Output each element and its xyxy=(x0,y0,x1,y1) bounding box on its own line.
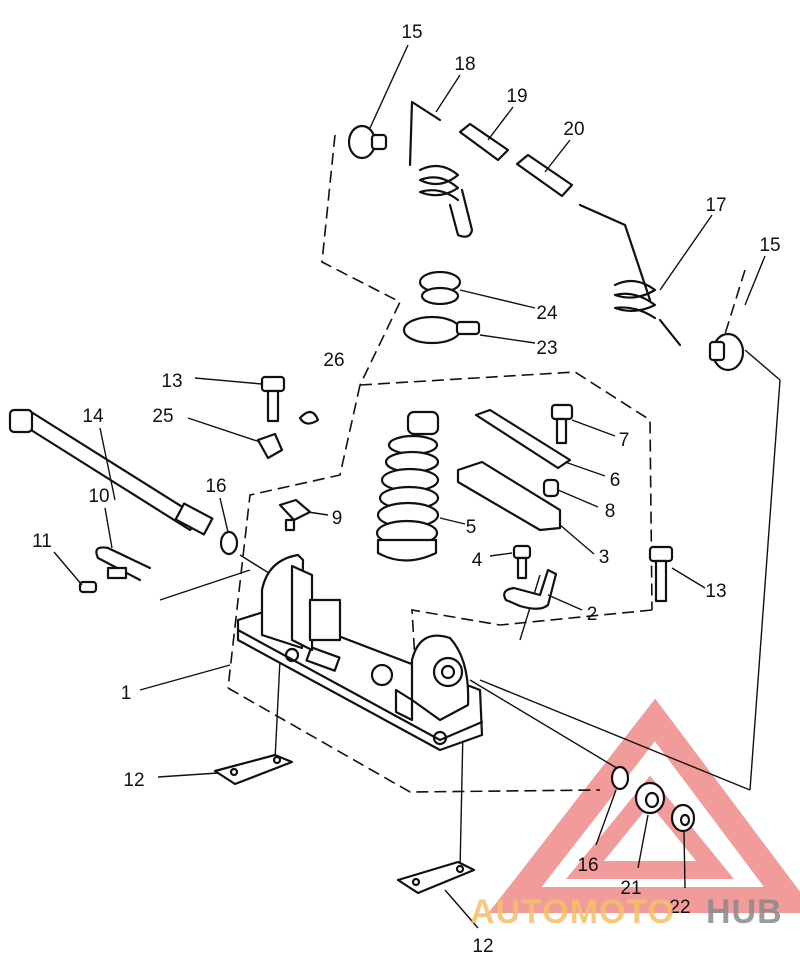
callout-c10: 10 xyxy=(88,486,109,507)
callout-c4: 4 xyxy=(472,550,483,571)
clevis-pin-part-10 xyxy=(95,546,152,582)
callout-leaders xyxy=(53,44,766,929)
bolt-part-13-right xyxy=(648,545,674,603)
watermark-brand-part2: HUB xyxy=(706,893,783,931)
callout-c9: 9 xyxy=(332,508,343,529)
washer-part-16-left xyxy=(219,530,239,556)
plate-part-6 xyxy=(474,408,572,470)
callout-c12a: 12 xyxy=(123,770,144,791)
callout-c17: 17 xyxy=(705,195,726,216)
watermark-text: AUTOMOTO HUB xyxy=(470,893,783,931)
callout-c2: 2 xyxy=(587,604,598,625)
callout-c14: 14 xyxy=(82,406,104,427)
clamp-part-23 xyxy=(402,315,481,345)
clip-part-25 xyxy=(256,432,284,460)
spring-part-18 xyxy=(408,100,474,238)
bushing-part-15-left xyxy=(347,124,388,160)
bushing-part-15-right xyxy=(708,332,745,372)
callout-c5: 5 xyxy=(466,517,477,538)
watermark-brand-part1: AUTOMOTO xyxy=(470,893,675,931)
callout-c18: 18 xyxy=(454,54,475,75)
callout-c11: 11 xyxy=(32,531,52,552)
cap-part-24 xyxy=(418,270,462,306)
callout-c1: 1 xyxy=(121,683,132,704)
spring-clip-part-26 xyxy=(298,410,320,425)
callout-c13b: 13 xyxy=(705,581,726,602)
watermark-triangle-outer xyxy=(488,698,800,913)
callout-c6: 6 xyxy=(610,470,621,491)
callout-c16a: 16 xyxy=(205,476,226,497)
callout-c22: 22 xyxy=(669,897,690,918)
callout-c24: 24 xyxy=(536,303,558,324)
pin-part-11 xyxy=(78,580,98,594)
axis-lines xyxy=(159,349,781,871)
callout-c20: 20 xyxy=(563,119,584,140)
shaft-part-14 xyxy=(8,408,214,536)
callout-c8: 8 xyxy=(605,501,616,522)
nut-part-22 xyxy=(670,803,696,833)
bellows-boot-part-5 xyxy=(375,410,440,562)
callout-labels: 15 18 19 20 17 15 24 23 26 13 14 25 7 6 16 10 8 9 5 11 3 4 13 2… xyxy=(32,22,780,957)
washer-part-16-right xyxy=(610,765,630,791)
callout-c15b: 15 xyxy=(759,235,780,256)
bolt-part-13-left xyxy=(260,375,286,423)
block-part-3 xyxy=(456,460,562,532)
callout-c26: 26 xyxy=(323,350,344,371)
callout-c7: 7 xyxy=(619,430,630,451)
mount-plate-part-12-right xyxy=(396,860,476,895)
bracket-part-2 xyxy=(503,568,558,610)
callout-c16b: 16 xyxy=(577,855,598,876)
callout-c13a: 13 xyxy=(161,371,182,392)
callout-c15a: 15 xyxy=(401,22,422,43)
base-plate-part-1 xyxy=(236,553,484,752)
callout-c21: 21 xyxy=(620,878,641,899)
bolt-part-7 xyxy=(550,403,574,445)
callout-c19: 19 xyxy=(506,86,527,107)
spring-part-17 xyxy=(578,203,682,347)
callout-c3: 3 xyxy=(599,547,610,568)
sleeve-part-19 xyxy=(458,122,510,162)
callout-c23: 23 xyxy=(536,338,557,359)
callout-c25: 25 xyxy=(152,406,173,427)
spacer-part-8 xyxy=(542,478,560,498)
bushing-part-21 xyxy=(634,781,666,815)
clip-part-9 xyxy=(278,498,312,532)
dashed-assembly-lines xyxy=(227,134,746,793)
callout-c12b: 12 xyxy=(472,936,493,957)
bolt-part-4 xyxy=(512,544,532,580)
sleeve-part-20 xyxy=(515,153,574,198)
mount-plate-part-12-left xyxy=(213,753,294,786)
